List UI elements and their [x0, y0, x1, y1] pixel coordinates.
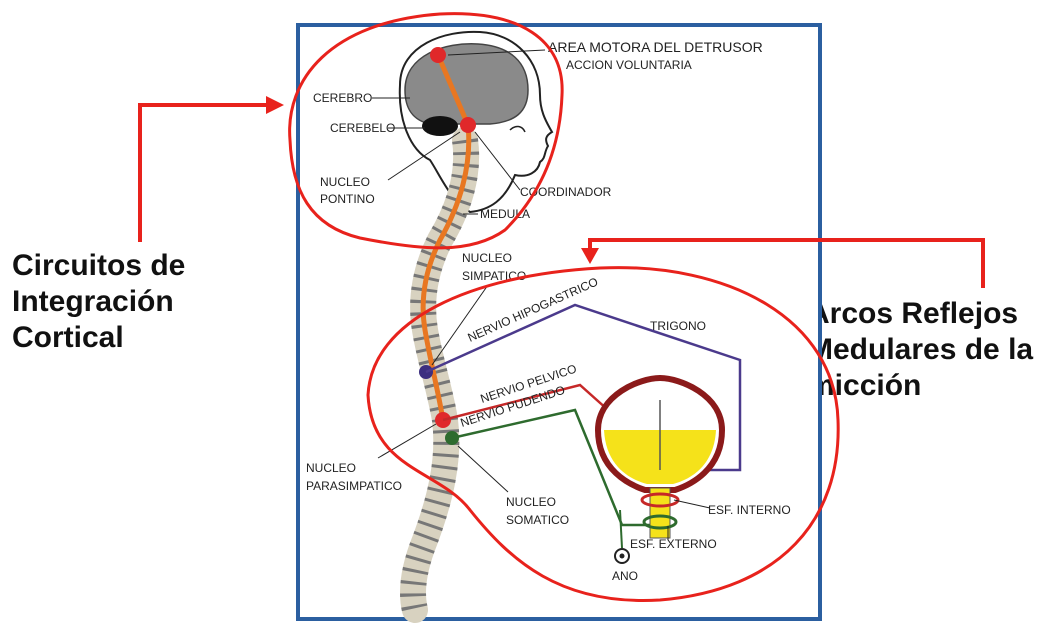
- anus-inner: [620, 554, 625, 559]
- label-nucleo-somatico-2: SOMATICO: [506, 513, 569, 527]
- label-cerebelo: CEREBELO: [330, 121, 395, 135]
- cerebellum: [422, 116, 458, 136]
- label-ano: ANO: [612, 569, 638, 583]
- label-nucleo-simpatico-2: SIMPATICO: [462, 269, 526, 283]
- label-nucleo-simpatico-1: NUCLEO: [462, 251, 512, 265]
- brain-cerebro: [405, 44, 528, 124]
- label-nucleo-parasimpatico-1: NUCLEO: [306, 461, 356, 475]
- label-esf-interno: ESF. INTERNO: [708, 503, 791, 517]
- label-area-motora: AREA MOTORA DEL DETRUSOR: [548, 39, 763, 55]
- figure-frame: [298, 25, 820, 619]
- arrow-cortical-line: [140, 105, 270, 242]
- label-nucleo-pontino-2: PONTINO: [320, 192, 375, 206]
- label-nucleo-pontino-1: NUCLEO: [320, 175, 370, 189]
- node-pontino: [460, 117, 476, 133]
- label-esf-externo: ESF. EXTERNO: [630, 537, 717, 551]
- node-area-motora: [430, 47, 446, 63]
- label-cerebro: CEREBRO: [313, 91, 372, 105]
- label-trigono: TRIGONO: [650, 319, 706, 333]
- label-accion-voluntaria: ACCION VOLUNTARIA: [566, 58, 692, 72]
- label-nucleo-parasimpatico-2: PARASIMPATICO: [306, 479, 402, 493]
- label-nucleo-somatico-1: NUCLEO: [506, 495, 556, 509]
- arrow-cortical-head: [266, 96, 284, 114]
